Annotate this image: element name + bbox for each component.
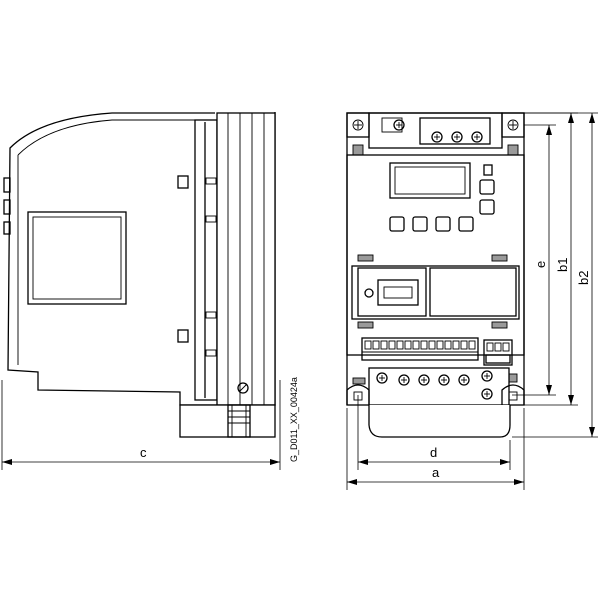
side-display-window [27, 211, 127, 305]
dimension-b1: b1 [524, 112, 578, 406]
label-b1: b1 [555, 258, 570, 272]
clip-2 [177, 329, 189, 343]
dimension-d: d [357, 395, 511, 470]
dimension-a: a [346, 408, 525, 490]
control-terminal-strip [361, 337, 479, 361]
key-1 [389, 216, 405, 232]
lcd-display [389, 162, 471, 199]
key-4 [458, 216, 474, 232]
heatsink [216, 112, 276, 406]
top-screw-icon [393, 119, 405, 131]
label-e: e [533, 261, 548, 268]
clip-1 [177, 175, 189, 189]
dimension-b2: b2 [512, 112, 598, 438]
front-view [346, 112, 525, 438]
power-terminals [376, 370, 493, 400]
dimension-e: e [512, 124, 556, 396]
label-b2: b2 [576, 271, 591, 285]
dimension-c: c [1, 380, 281, 470]
key-3 [435, 216, 451, 232]
control-terminals [362, 340, 478, 353]
side-housing-outline [7, 112, 276, 406]
side-housing-inner-line [17, 119, 195, 156]
label-c: c [140, 445, 147, 460]
top-terminal [419, 117, 491, 145]
relay-terminal [483, 339, 513, 366]
drawing-code: G_D011_XX_00424a [289, 377, 299, 462]
bottom-connector-housing [368, 405, 511, 438]
label-a: a [432, 465, 440, 480]
mount-ear-bottom-right [501, 384, 525, 405]
side-front-plate [194, 119, 218, 401]
side-view [3, 112, 276, 438]
label-d: d [430, 445, 437, 460]
front-main-panel [346, 154, 525, 356]
option-slot [357, 267, 427, 317]
mount-ear-bottom-left [346, 384, 370, 405]
option-module-area [351, 265, 520, 320]
side-screw-icon [237, 382, 249, 394]
key-2 [412, 216, 428, 232]
